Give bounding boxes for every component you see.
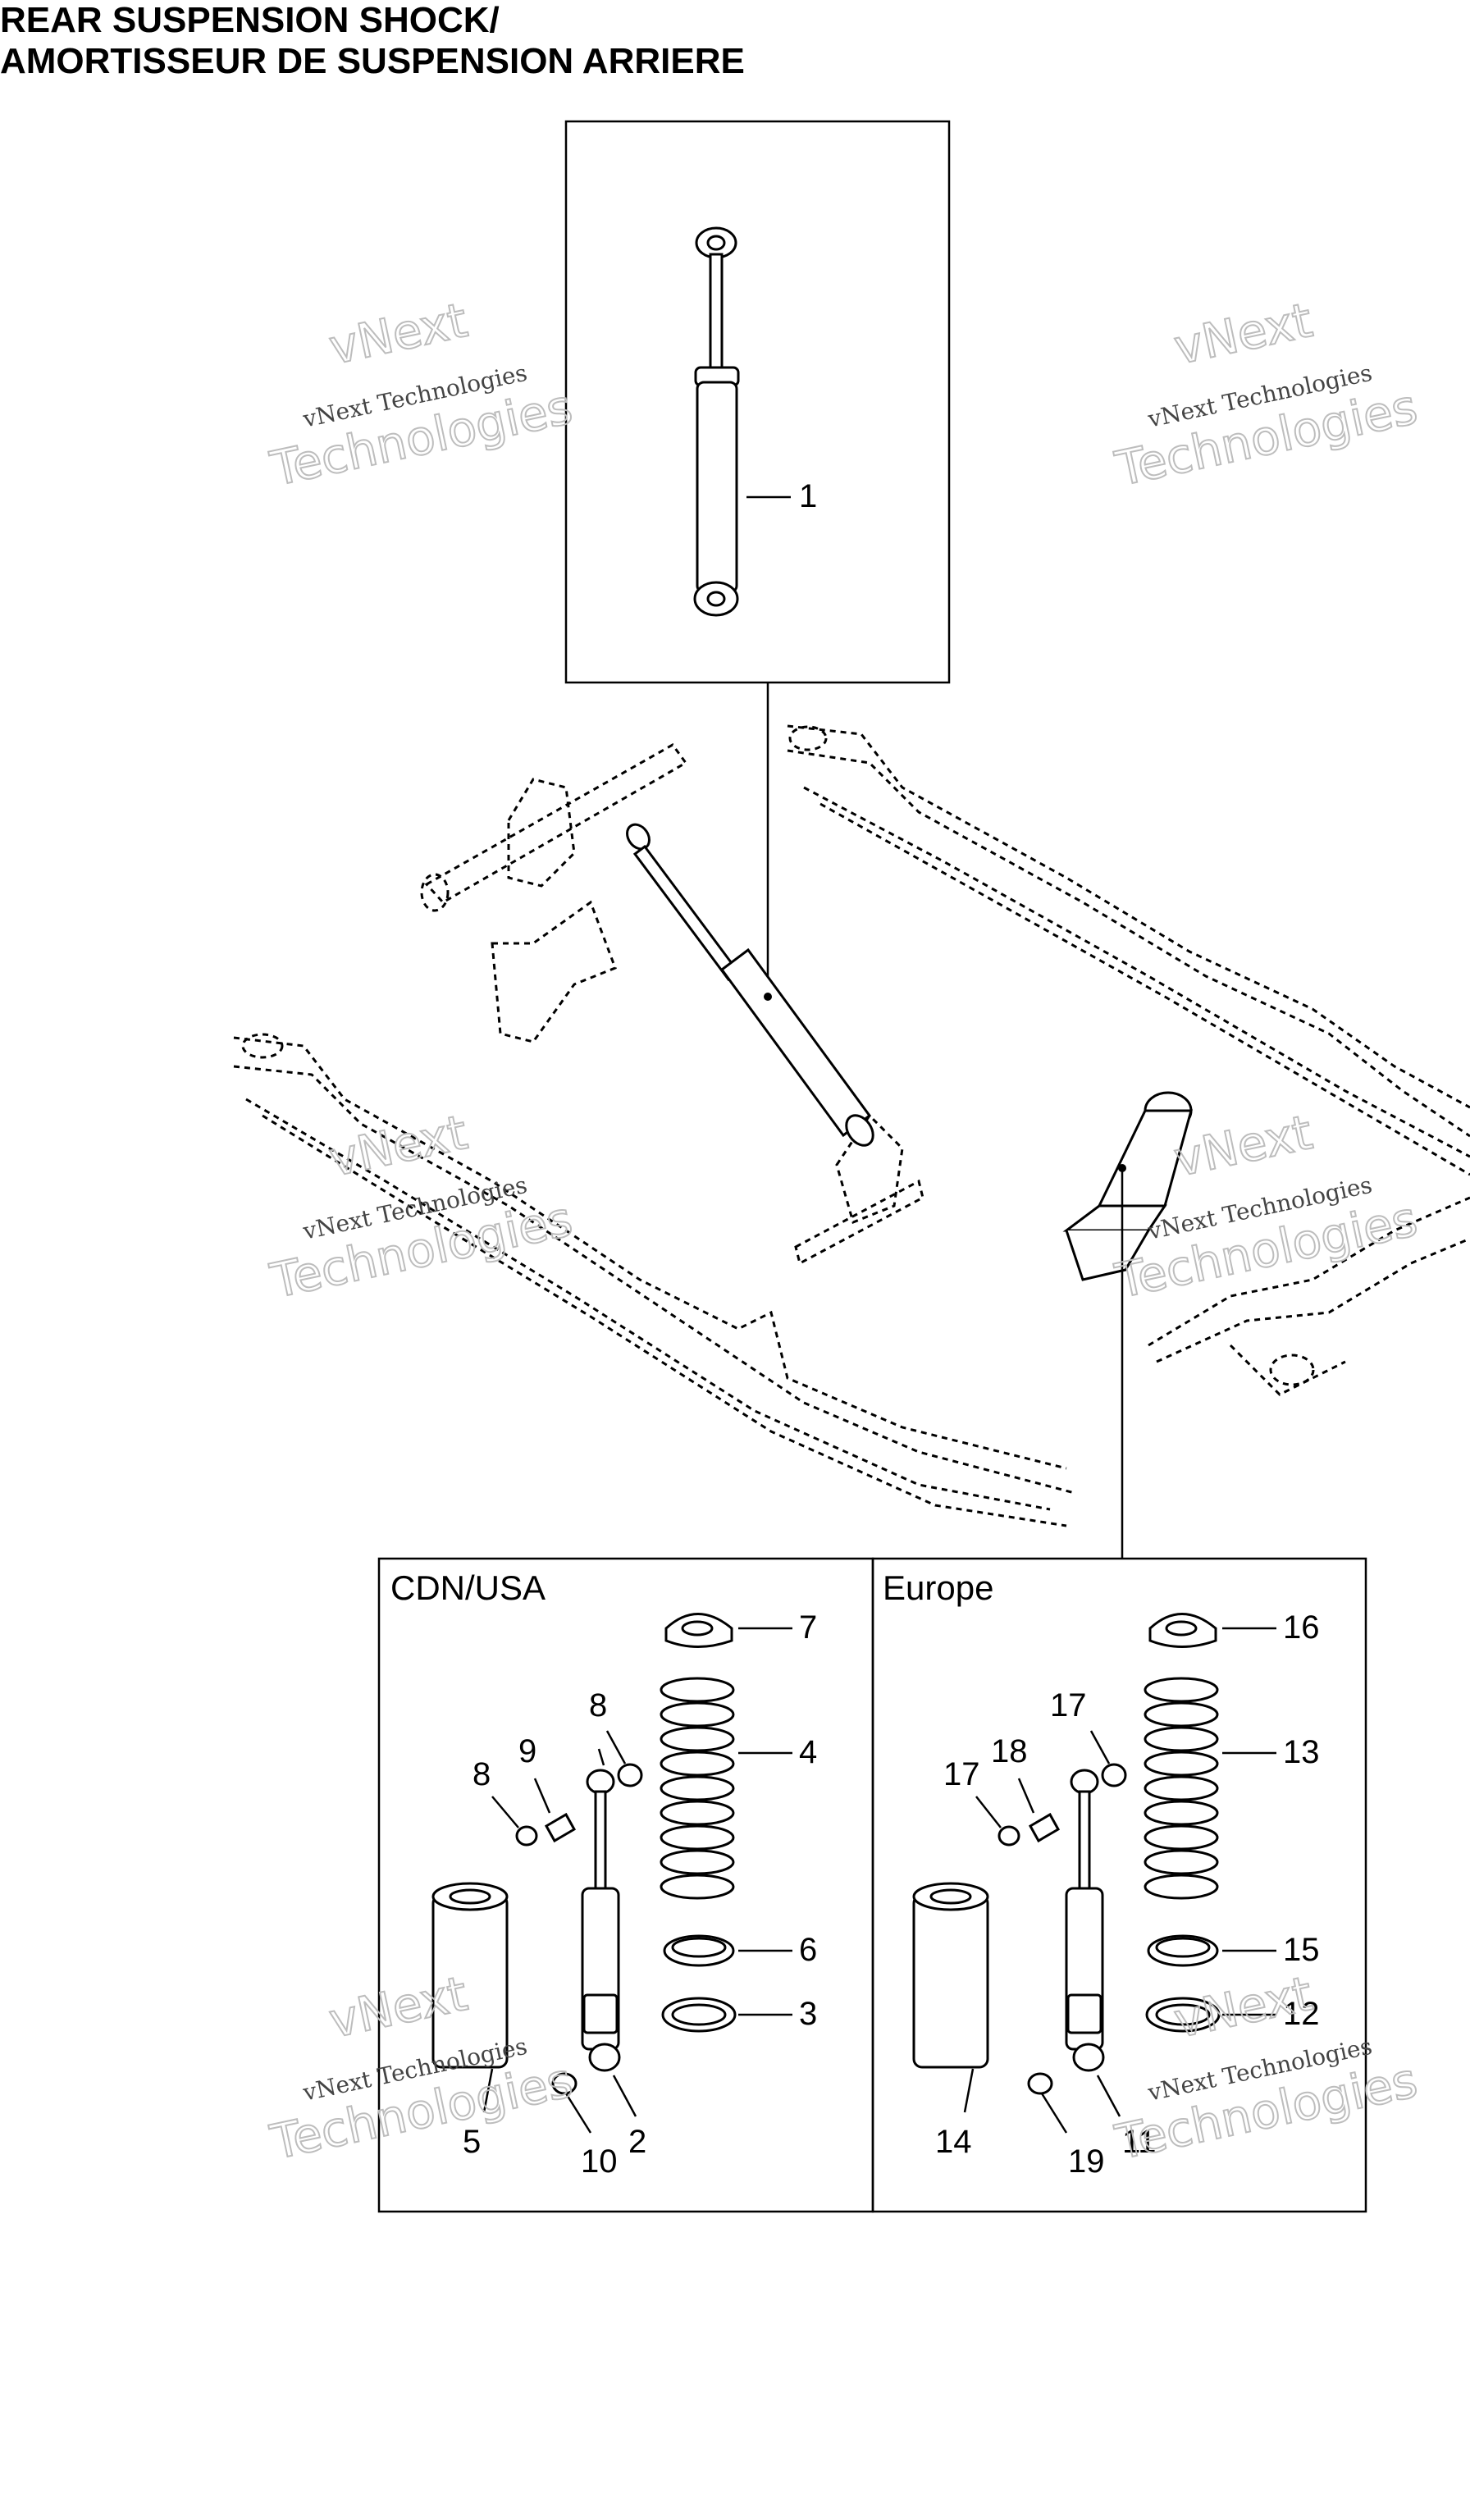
callout-8-upper: 8 bbox=[589, 1687, 607, 1723]
cdn-usa-leaders bbox=[482, 1627, 792, 2134]
callout-19: 19 bbox=[1068, 2143, 1105, 2180]
europe-leaders bbox=[963, 1627, 1276, 2134]
region-label-cdn-usa: CDN/USA bbox=[390, 1568, 546, 1607]
shock-inset-box bbox=[564, 120, 951, 684]
callout-16: 16 bbox=[1283, 1609, 1320, 1646]
region-label-europe: Europe bbox=[883, 1568, 993, 1607]
callout-8-lower: 8 bbox=[472, 1756, 491, 1792]
callout-17-upper: 17 bbox=[1050, 1687, 1087, 1723]
callout-18: 18 bbox=[991, 1733, 1028, 1769]
title-line-english: REAR SUSPENSION SHOCK/ bbox=[0, 0, 500, 40]
callout-7: 7 bbox=[799, 1609, 817, 1646]
callout-17-lower: 17 bbox=[943, 1756, 980, 1792]
callout-6: 6 bbox=[799, 1932, 817, 1968]
callout-5: 5 bbox=[463, 2124, 481, 2160]
callout-15: 15 bbox=[1283, 1932, 1320, 1968]
callout-4: 4 bbox=[799, 1734, 817, 1770]
installed-shock bbox=[626, 823, 874, 1147]
title-line-french: AMORTISSEUR DE SUSPENSION ARRIERE bbox=[0, 41, 745, 81]
diagram-title: REAR SUSPENSION SHOCK/ AMORTISSEUR DE SU… bbox=[0, 0, 745, 82]
callout-9: 9 bbox=[518, 1733, 536, 1769]
watermark-bottom-right: vNext vNext Technologies Technologies bbox=[1110, 1965, 1423, 2171]
callout-2: 2 bbox=[628, 2124, 646, 2160]
svg-text:vNext: vNext bbox=[1170, 292, 1317, 376]
watermark-top-left: vNext vNext Technologies Technologies bbox=[265, 291, 578, 498]
callout-13: 13 bbox=[1283, 1734, 1320, 1770]
svg-text:vNext: vNext bbox=[325, 1104, 472, 1188]
suspension-frame-drawing bbox=[233, 724, 1470, 1527]
svg-text:vNext: vNext bbox=[1170, 1104, 1317, 1188]
watermark-top-right: vNext vNext Technologies Technologies bbox=[1110, 291, 1423, 498]
cdn-usa-parts bbox=[431, 1613, 737, 2095]
callout-12: 12 bbox=[1283, 1996, 1320, 2032]
callout-1: 1 bbox=[799, 478, 817, 514]
watermark-bottom-left: vNext vNext Technologies Technologies bbox=[265, 1965, 578, 2171]
watermark-middle-left: vNext vNext Technologies Technologies bbox=[265, 1103, 578, 1310]
europe-parts bbox=[912, 1613, 1221, 2095]
svg-text:vNext: vNext bbox=[325, 292, 472, 376]
callout-10: 10 bbox=[581, 2143, 618, 2180]
callout-14: 14 bbox=[935, 2124, 972, 2160]
svg-text:vNext: vNext bbox=[1170, 1965, 1317, 2049]
installed-coilover-shock bbox=[1062, 1091, 1193, 1281]
europe-box bbox=[871, 1557, 1367, 2213]
callout-11: 11 bbox=[1122, 2124, 1157, 2160]
callout-3: 3 bbox=[799, 1996, 817, 2032]
main-shock-part-1 bbox=[693, 226, 740, 617]
